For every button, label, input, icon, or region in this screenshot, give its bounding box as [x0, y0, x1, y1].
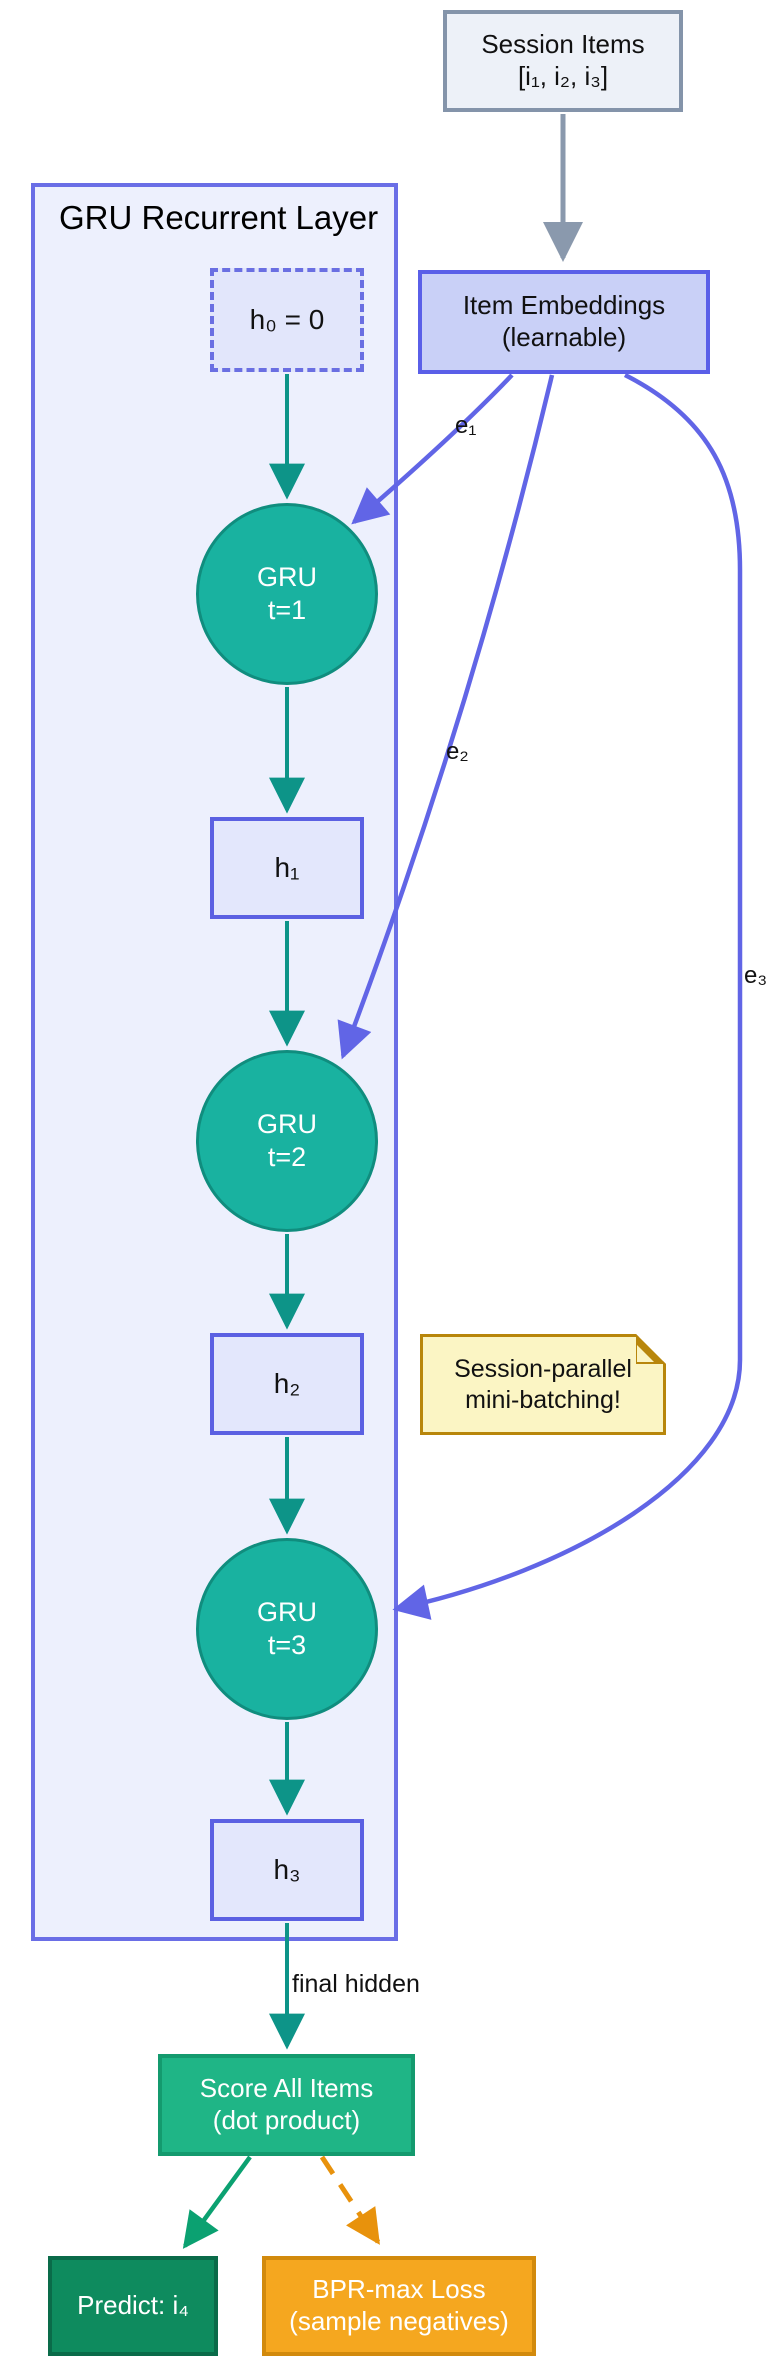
predict-label: Predict: i₄ [77, 2290, 189, 2321]
bpr-max-loss-node: BPR-max Loss (sample negatives) [262, 2256, 536, 2356]
initial-hidden-state-node: h₀ = 0 [210, 268, 364, 372]
score-sublabel: (dot product) [212, 2105, 361, 2135]
predict-node: Predict: i₄ [48, 2256, 218, 2356]
gru-cell-t2: GRU t=2 [196, 1050, 378, 1232]
gru-layer-title: GRU Recurrent Layer [59, 199, 379, 236]
edge-label-final-hidden: final hidden [292, 1970, 420, 1998]
hidden-state-h1-node: h₁ [210, 817, 364, 919]
edge-score-to-bpr [319, 2155, 381, 2245]
session-items-node: Session Items [i₁, i₂, i₃] [443, 10, 683, 112]
hidden-state-h2-node: h₂ [210, 1333, 364, 1435]
gru-t1-label: GRU [257, 562, 317, 593]
gru-t1-timestep: t=1 [267, 595, 307, 625]
edge-score-to-predict [182, 2155, 252, 2249]
gru-t2-label: GRU [257, 1109, 317, 1140]
session-items-sequence: [i₁, i₂, i₃] [517, 61, 609, 91]
edge-e3 [392, 372, 743, 1620]
edge-label-e1: e₁ [455, 412, 477, 439]
item-embeddings-label: Item Embeddings [462, 290, 666, 321]
score-label: Score All Items [199, 2073, 374, 2104]
note-line1: Session-parallel [454, 1355, 632, 1383]
gru-t2-timestep: t=2 [267, 1142, 307, 1172]
h3-label: h₃ [273, 1853, 301, 1885]
bpr-label: BPR-max Loss [312, 2274, 486, 2305]
edge-e2 [337, 374, 555, 1060]
gru-t3-label: GRU [257, 1597, 317, 1628]
note-line2: mini-batching! [465, 1385, 621, 1414]
gru-cell-t3: GRU t=3 [196, 1538, 378, 1720]
item-embeddings-sublabel: (learnable) [501, 322, 627, 352]
bpr-sublabel: (sample negatives) [289, 2306, 509, 2336]
edge-e1 [351, 373, 514, 525]
gru-cell-t1: GRU t=1 [196, 503, 378, 685]
h2-label: h₂ [273, 1367, 301, 1399]
session-parallel-note: Session-parallel mini-batching! [420, 1334, 666, 1435]
edge-label-e2: e₂ [446, 738, 469, 765]
h0-label: h₀ = 0 [249, 303, 325, 335]
edge-label-e3: e₃ [744, 962, 768, 989]
h1-label: h₁ [274, 851, 300, 883]
gru-t3-timestep: t=3 [267, 1630, 307, 1660]
session-items-label: Session Items [481, 29, 645, 60]
item-embeddings-node: Item Embeddings (learnable) [418, 270, 710, 374]
score-all-items-node: Score All Items (dot product) [158, 2054, 415, 2156]
hidden-state-h3-node: h₃ [210, 1819, 364, 1921]
